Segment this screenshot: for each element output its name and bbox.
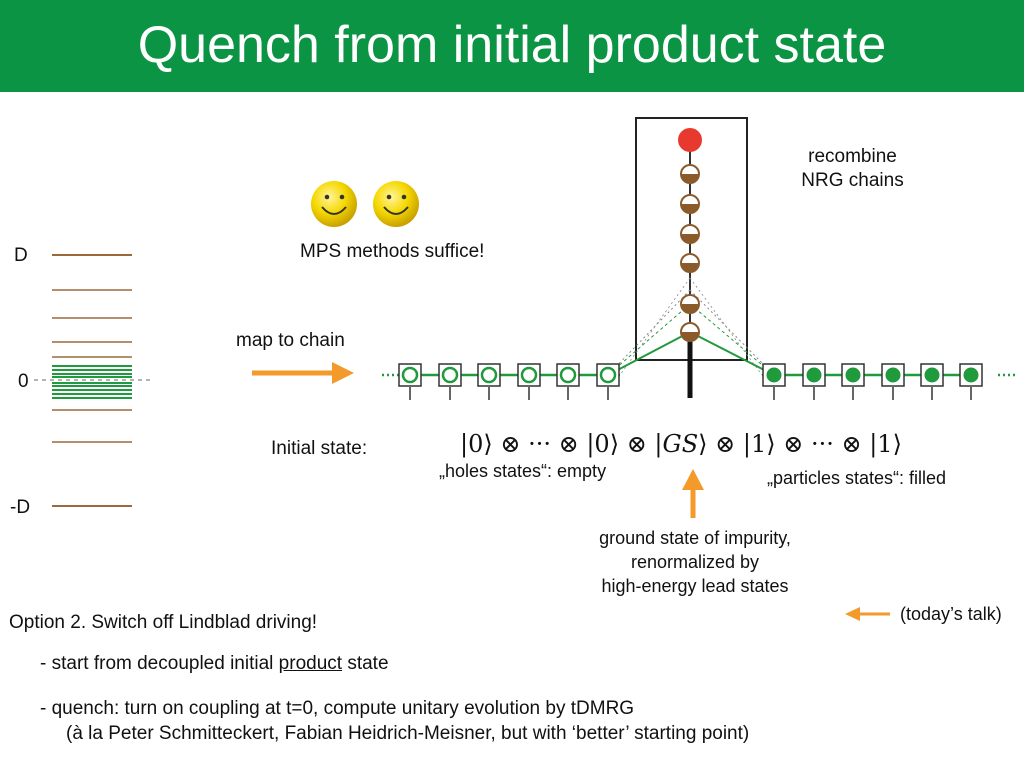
hole-site-icon xyxy=(517,363,541,400)
ground-state-arrow-icon xyxy=(682,469,704,518)
hole-site-icon xyxy=(438,363,462,400)
impurity-site-icon xyxy=(678,128,702,152)
option-bullet-2-sub: (à la Peter Schmitteckert, Fabian Heidri… xyxy=(66,723,750,744)
mps-label: MPS methods suffice! xyxy=(300,241,485,262)
lead-chain xyxy=(382,363,1016,400)
map-to-chain-label: map to chain xyxy=(236,330,345,351)
todays-talk-label: (today’s talk) xyxy=(900,604,1002,624)
option-bullet-2: - quench: turn on coupling at t=0, compu… xyxy=(40,698,635,719)
title-bar xyxy=(0,0,1024,92)
particles-label: „particles states“: filled xyxy=(767,468,947,488)
axis-label-top: D xyxy=(14,245,28,266)
hole-site-icon xyxy=(477,363,501,400)
recombine-label: recombine NRG chains xyxy=(801,146,904,191)
slide-title: Quench from initial product state xyxy=(137,16,887,74)
particle-site-icon xyxy=(959,363,983,400)
todays-talk-arrow-icon xyxy=(845,607,890,621)
axis-label-zero: 0 xyxy=(18,371,29,392)
state-formula: |0⟩ ⊗ ··· ⊗ |0⟩ ⊗ |GS⟩ ⊗ |1⟩ ⊗ ··· ⊗ |1⟩ xyxy=(460,430,902,458)
axis-label-bottom: -D xyxy=(10,497,31,518)
ground-state-label: ground state of impurity, renormalized b… xyxy=(599,528,791,596)
particle-site-icon xyxy=(841,363,865,400)
particle-site-icon xyxy=(802,363,826,400)
option-heading: Option 2. Switch off Lindblad driving! xyxy=(9,612,318,633)
map-to-chain-arrow-icon xyxy=(252,362,354,384)
smiley-icon xyxy=(373,181,419,227)
holes-label: „holes states“: empty xyxy=(439,461,607,481)
hole-site-icon xyxy=(556,363,580,400)
hole-site-icon xyxy=(596,363,620,400)
particle-site-icon xyxy=(920,363,944,400)
smiley-icon xyxy=(311,181,357,227)
particle-site-icon xyxy=(762,363,786,400)
particle-site-icon xyxy=(881,363,905,400)
energy-levels xyxy=(34,254,152,507)
impurity-chain xyxy=(607,128,775,398)
hole-site-icon xyxy=(398,363,422,400)
initial-state-label: Initial state: xyxy=(271,438,368,459)
option-bullet-1: - start from decoupled initial product s… xyxy=(40,653,389,674)
